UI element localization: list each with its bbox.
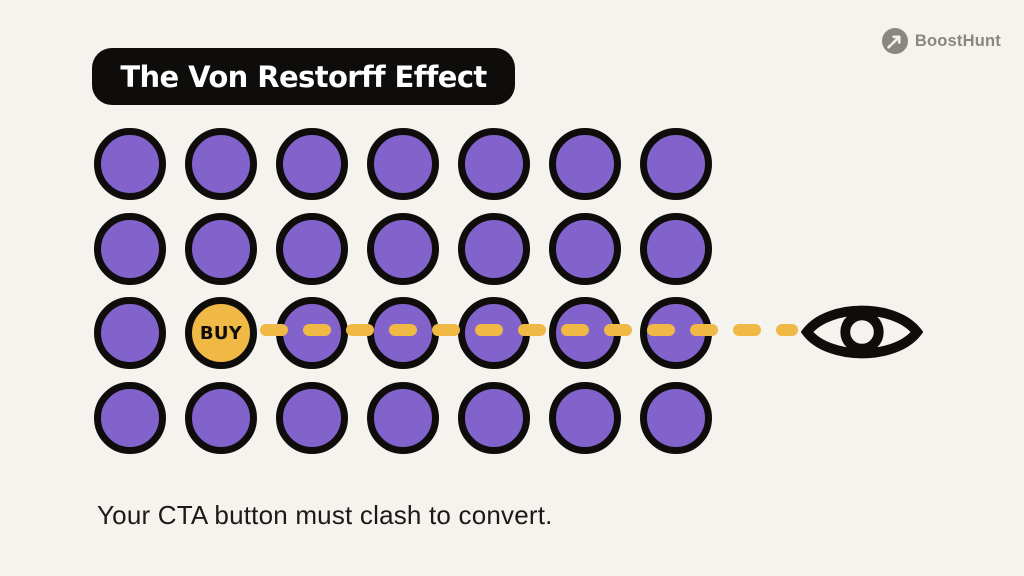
grid-circle xyxy=(367,212,439,285)
grid-circle xyxy=(549,128,621,200)
buy-label: BUY xyxy=(199,322,243,344)
grid-circle xyxy=(640,128,712,200)
grid-circle xyxy=(94,128,166,200)
cta-buy-circle: BUY xyxy=(185,297,257,369)
grid-circle xyxy=(640,381,712,454)
grid-circle xyxy=(276,128,348,200)
page-title: The Von Restorff Effect xyxy=(120,59,487,94)
grid-circle xyxy=(367,381,439,454)
title-badge: The Von Restorff Effect xyxy=(92,48,515,105)
arrow-up-right-circle-icon xyxy=(881,28,908,54)
grid-circle xyxy=(367,128,439,200)
grid-circle xyxy=(94,297,166,369)
circle-grid: BUY xyxy=(94,128,712,454)
grid-circle xyxy=(185,128,257,200)
grid-circle xyxy=(185,381,257,454)
boosthunt-logo: BoostHunt xyxy=(881,28,1001,54)
logo-text: BoostHunt xyxy=(914,31,1001,50)
grid-circle xyxy=(94,381,166,454)
grid-circle xyxy=(94,212,166,285)
gaze-dashed-line xyxy=(260,324,798,336)
grid-circle xyxy=(276,381,348,454)
grid-circle xyxy=(458,212,530,285)
grid-circle xyxy=(640,212,712,285)
grid-circle xyxy=(185,212,257,285)
grid-circle xyxy=(276,212,348,285)
eye-icon xyxy=(801,305,923,359)
grid-circle xyxy=(458,128,530,200)
grid-circle xyxy=(549,381,621,454)
caption-text: Your CTA button must clash to convert. xyxy=(97,500,553,530)
grid-circle xyxy=(458,381,530,454)
grid-circle xyxy=(549,212,621,285)
